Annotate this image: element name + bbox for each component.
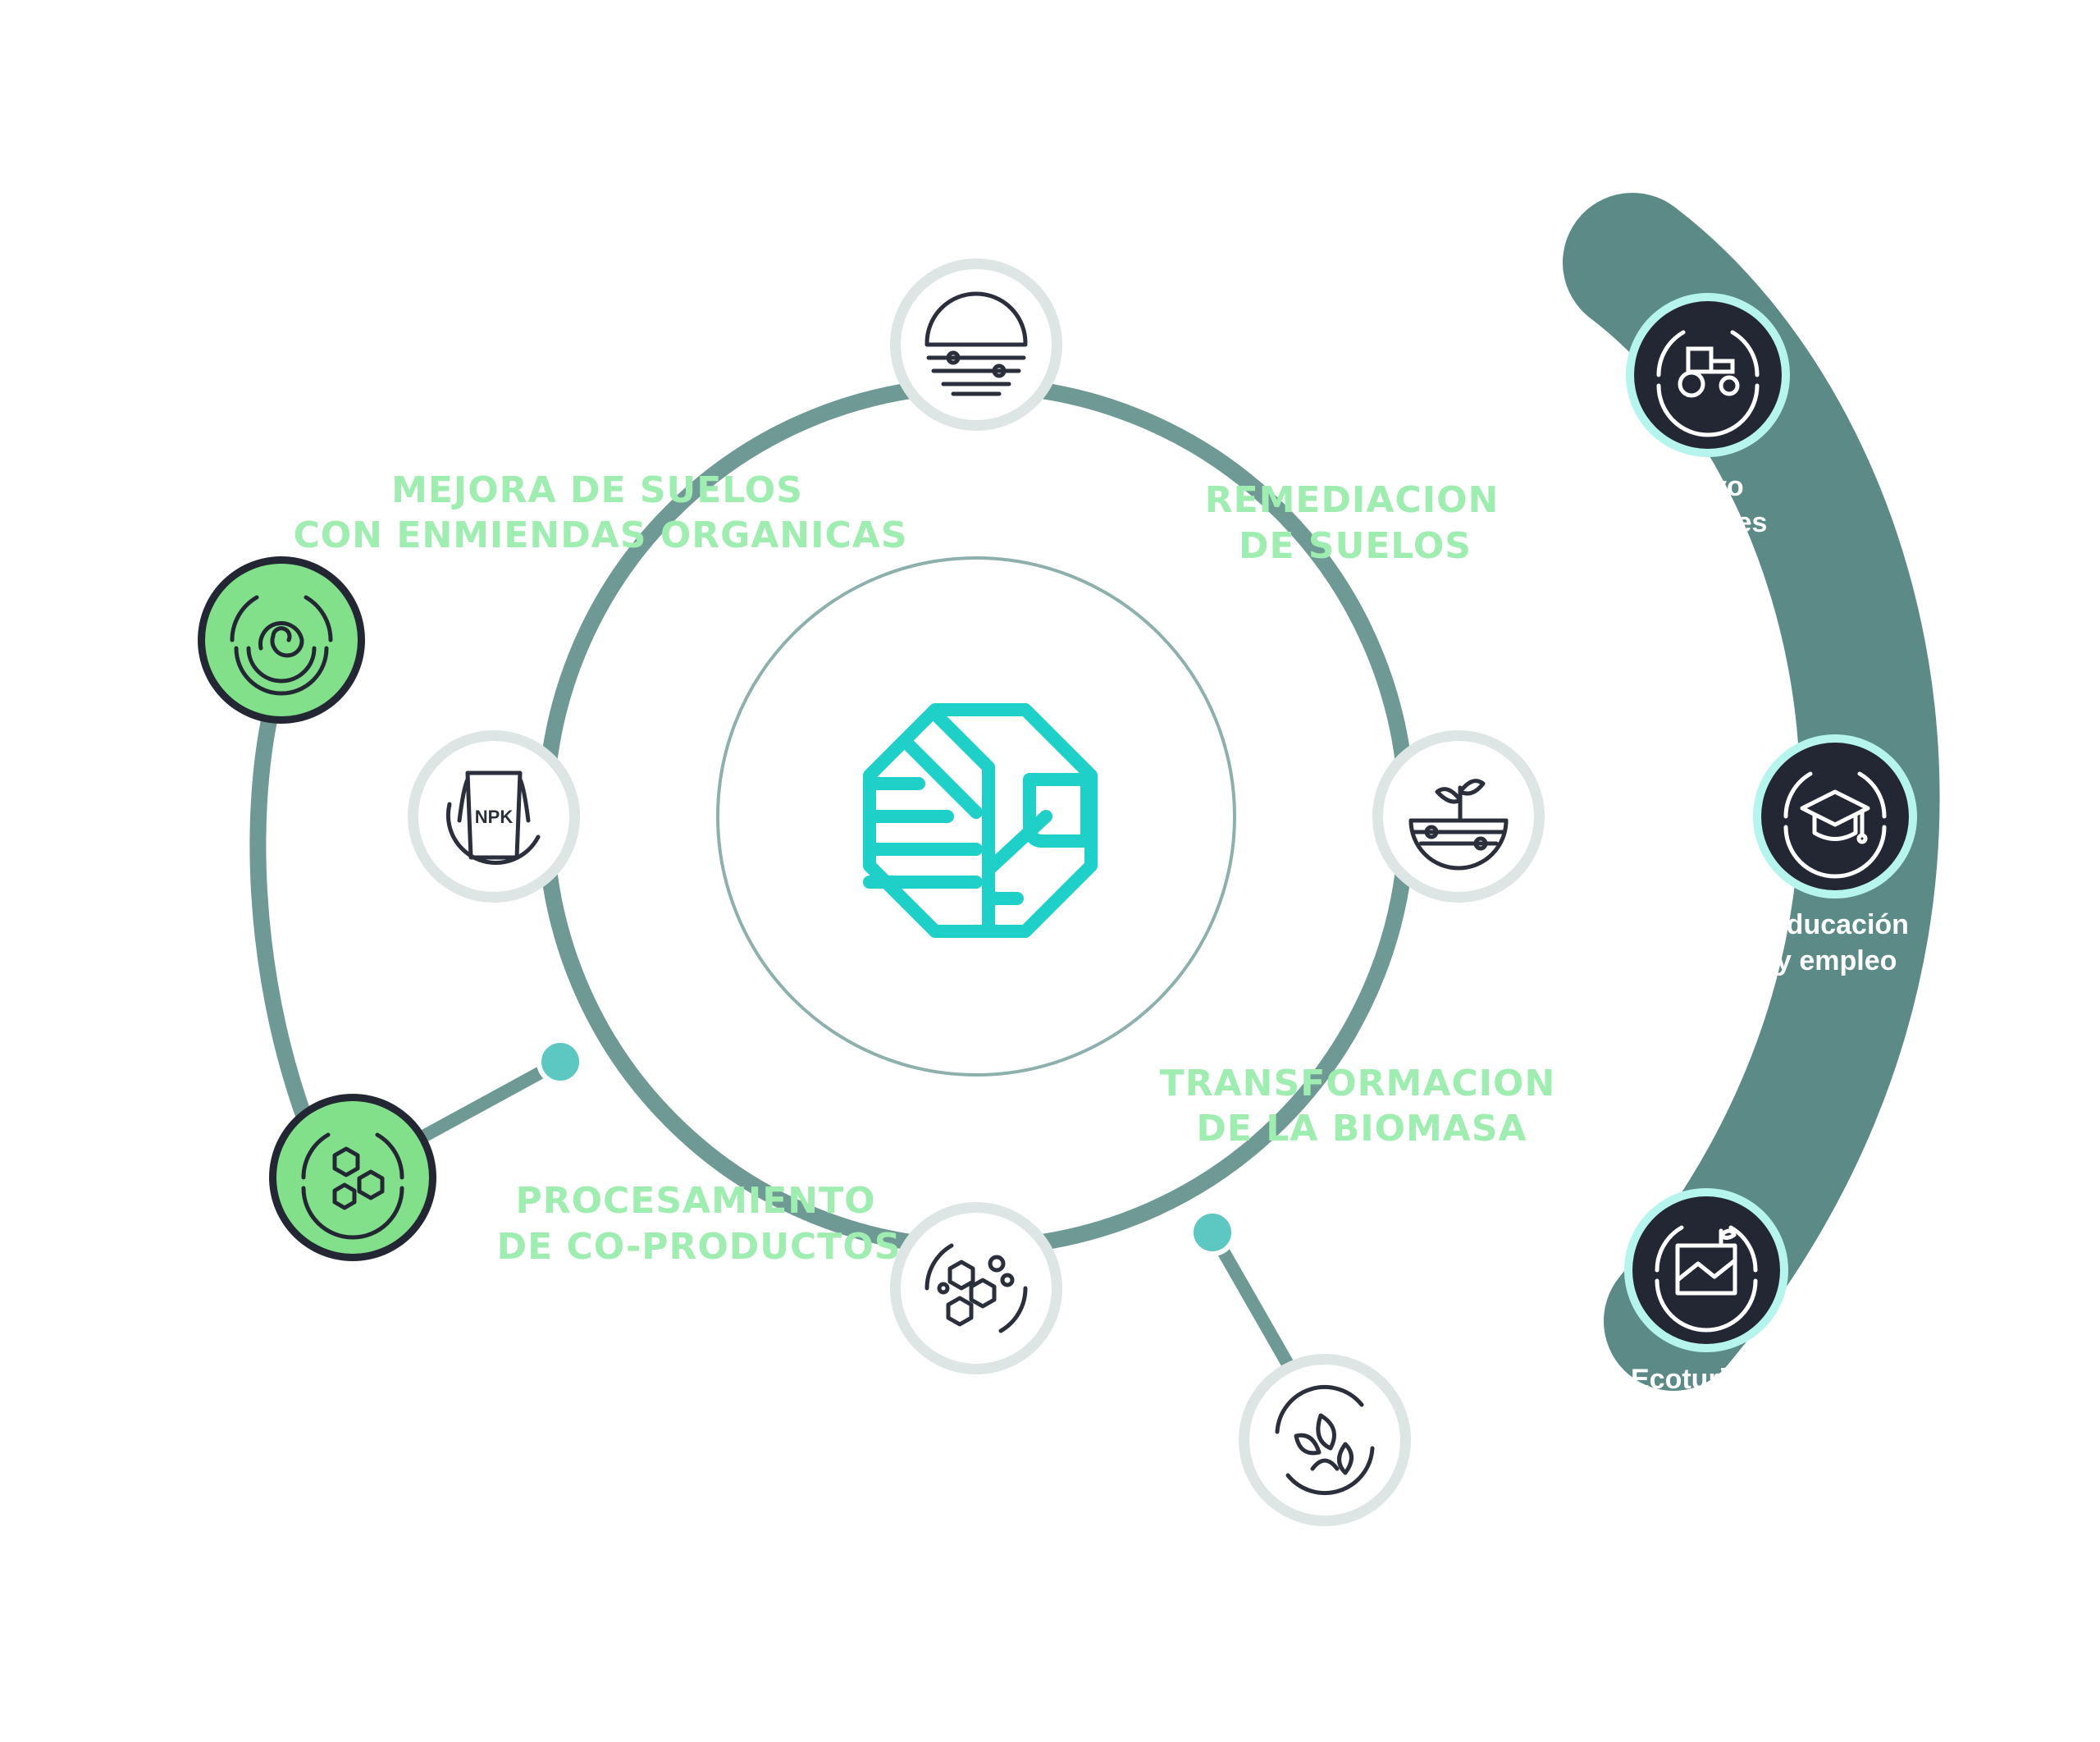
left-connector-arc — [249, 679, 328, 1160]
node-bottom-coproducts[interactable] — [890, 1202, 1062, 1374]
connector-dot-left — [536, 1038, 584, 1086]
npk-badge: NPK — [475, 807, 514, 827]
center-logo — [863, 703, 1098, 938]
cultivo-label-line2: etales — [1688, 507, 1767, 538]
npk-fertilizer-bag-icon — [445, 770, 541, 865]
transformacion-label-line2: DE LA BIOMASA — [1196, 1108, 1527, 1150]
brand-logo-icon — [863, 703, 1098, 938]
mejora-label-line1: MEJORA DE SUELOS — [391, 469, 803, 511]
procesamiento-label-line2: DE CO-PRODUCTOS — [497, 1226, 902, 1268]
node-bottom-right-biomass[interactable] — [1239, 1354, 1411, 1526]
inner-ring — [716, 556, 1236, 1077]
node-top-soil[interactable] — [890, 258, 1062, 431]
panel-node-educacion[interactable]: Educación y empleo — [1753, 734, 1917, 976]
panel-node-cultivo[interactable]: ultivo etales — [1626, 293, 1790, 538]
soil-layers-icon — [924, 291, 1028, 396]
educacion-label-line2: y empleo — [1776, 945, 1897, 976]
node-left-npk[interactable]: NPK — [408, 730, 580, 903]
remediacion-label-line1: REMEDIACION — [1205, 479, 1500, 521]
connector-dot-right — [1189, 1209, 1236, 1256]
molecule-cycle-icon — [301, 1132, 404, 1240]
procesamiento-label-line1: PROCESAMIENTO — [515, 1180, 875, 1222]
remediacion-label-line2: DE SUELOS — [1239, 525, 1472, 567]
plant-soil-remediation-icon — [1408, 779, 1509, 871]
side-panel: ultivo etales Educación y empleo — [1563, 193, 1940, 1395]
transformacion-label-line1: TRANSFORMACION — [1160, 1063, 1556, 1104]
green-node-bottom[interactable] — [269, 1094, 436, 1261]
hexagon-molecules-icon — [924, 1243, 1028, 1333]
node-right-remediation[interactable] — [1372, 730, 1545, 903]
educacion-label-line1: Educación — [1768, 909, 1909, 940]
spiral-compost-icon — [230, 595, 333, 696]
ecotourism-landscape-icon — [1655, 1225, 1758, 1333]
tractor-icon — [1656, 330, 1760, 437]
ecoturismo-label: Ecoturi — [1631, 1364, 1727, 1395]
leaf-recycle-icon — [1275, 1384, 1375, 1496]
cultivo-label-line1: ultivo — [1669, 471, 1744, 502]
panel-node-ecoturismo[interactable]: Ecoturi — [1624, 1188, 1788, 1395]
mejora-label-line2: CON ENMIENDAS ORGANICAS — [293, 514, 907, 556]
connector-line-bottom-right — [1207, 1229, 1302, 1382]
green-node-top[interactable] — [198, 556, 365, 724]
graduation-cap-icon — [1783, 771, 1887, 879]
